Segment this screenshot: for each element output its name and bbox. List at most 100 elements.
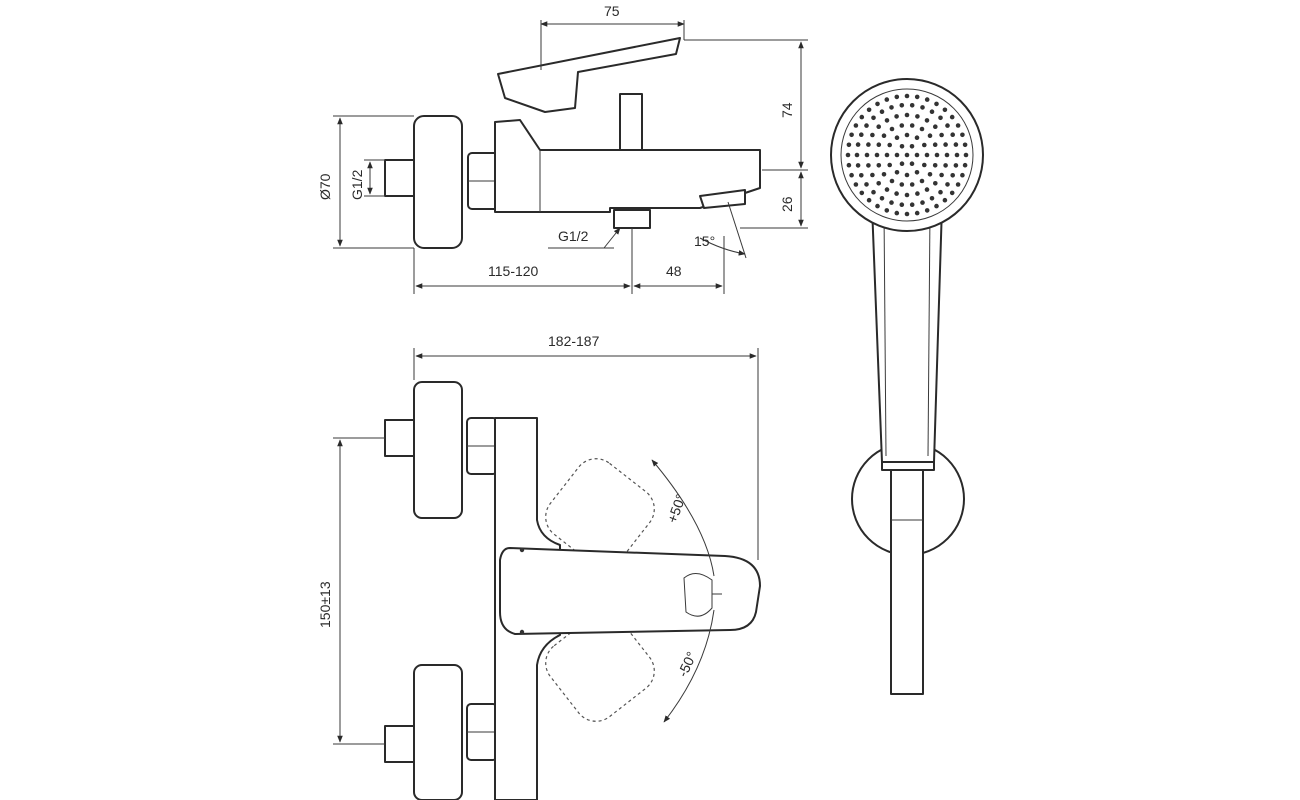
shower-nozzle [894, 135, 900, 140]
shower-nozzle [909, 182, 915, 187]
shower-nozzle [879, 109, 885, 114]
front-top-flange [413, 381, 463, 519]
shower-nozzle [944, 152, 950, 158]
shower-nozzle [920, 105, 925, 110]
shower-nozzle [904, 211, 910, 217]
shower-nozzle [864, 123, 869, 128]
shower-nozzle [939, 172, 944, 178]
shower-hose [890, 465, 924, 695]
shower-nozzle [938, 189, 943, 195]
shower-nozzle [927, 133, 933, 138]
shower-nozzle [884, 187, 890, 192]
lever-position-down [545, 612, 655, 722]
shower-nozzle [955, 182, 961, 187]
shower-nozzle [934, 101, 939, 107]
front-top-inlet-pipe [384, 419, 416, 457]
shower-nozzle [927, 172, 933, 177]
shower-nozzle [855, 142, 861, 147]
shower-nozzle [924, 152, 930, 158]
dim-side-top-width: 75 [604, 3, 620, 19]
shower-nozzle [894, 152, 900, 158]
shower-nozzle [875, 101, 880, 107]
shower-nozzle [960, 132, 965, 138]
shower-nozzle [866, 197, 872, 203]
hand-shower-view [830, 78, 984, 695]
shower-handle-collar [881, 461, 935, 471]
shower-nozzle [924, 118, 930, 123]
shower-nozzle [884, 208, 890, 213]
front-bottom-flange [413, 664, 463, 800]
shower-nozzle [884, 152, 890, 158]
side-spout-tip [699, 189, 746, 209]
shower-nozzle [871, 115, 876, 121]
shower-nozzle [920, 200, 925, 205]
shower-nozzle [859, 190, 865, 196]
dim-flange-diameter: Ø70 [317, 173, 333, 200]
shower-nozzle [876, 124, 881, 129]
shower-nozzle [929, 109, 935, 114]
shower-nozzle [853, 123, 859, 128]
shower-nozzle [963, 152, 969, 158]
dim-lever-down: -50° [674, 649, 699, 679]
shower-nozzle [866, 142, 871, 147]
shower-nozzle [870, 172, 875, 178]
shower-nozzle [933, 181, 938, 186]
shower-nozzle [909, 202, 915, 207]
shower-nozzle [909, 144, 915, 149]
shower-nozzle [875, 203, 880, 209]
shower-nozzle [962, 142, 968, 148]
shower-nozzle [884, 118, 890, 123]
shower-nozzle [884, 97, 890, 102]
shower-nozzle [859, 173, 864, 178]
shower-nozzle [934, 203, 939, 209]
shower-nozzle [871, 189, 876, 195]
shower-nozzle [953, 142, 959, 147]
shower-nozzle [894, 170, 900, 175]
shower-nozzle [924, 208, 930, 213]
front-lever-handle [499, 547, 761, 635]
shower-nozzle [904, 192, 910, 198]
shower-nozzle [894, 210, 900, 216]
shower-nozzle [855, 163, 861, 168]
shower-nozzle [899, 144, 905, 149]
shower-nozzle [859, 132, 864, 137]
shower-nozzle [929, 196, 935, 201]
shower-nozzle [899, 103, 905, 108]
side-lever-handle [497, 37, 681, 113]
shower-nozzle [950, 132, 955, 137]
shower-nozzle [914, 170, 920, 175]
shower-nozzle [879, 196, 885, 201]
dim-outlet-thread: G1/2 [558, 228, 589, 244]
front-view: 182-187 +50° -50° 150±13 [317, 333, 761, 800]
shower-nozzle [924, 97, 930, 102]
shower-nozzles [845, 93, 969, 217]
shower-nozzle [914, 94, 920, 100]
shower-nozzle [874, 152, 880, 158]
shower-nozzle [894, 94, 900, 100]
shower-nozzle [915, 191, 920, 196]
shower-nozzle [859, 114, 865, 120]
shower-nozzle [894, 191, 899, 196]
side-wall-flange [413, 115, 463, 249]
shower-nozzle [955, 123, 961, 128]
shower-nozzle [894, 114, 899, 119]
shower-nozzle [934, 152, 940, 158]
side-inlet-pipe [384, 159, 416, 197]
shower-nozzle [922, 162, 927, 168]
shower-nozzle [904, 172, 910, 178]
shower-nozzle [904, 112, 910, 118]
shower-nozzle [950, 173, 955, 178]
dim-inlet-spacing: 150±13 [317, 581, 333, 628]
dim-outlet-to-spout: 48 [666, 263, 682, 279]
shower-nozzle [945, 123, 950, 128]
side-view: 75 74 26 Ø70 G1/2 G1/2 15° 115-120 [317, 3, 808, 294]
shower-nozzle [914, 135, 920, 140]
side-diverter-knob [619, 93, 643, 151]
shower-nozzle [899, 123, 905, 128]
shower-nozzle [866, 163, 871, 168]
shower-nozzle [915, 114, 920, 119]
shower-nozzle [943, 142, 948, 147]
shower-nozzle [932, 163, 938, 168]
shower-nozzle [876, 181, 881, 186]
